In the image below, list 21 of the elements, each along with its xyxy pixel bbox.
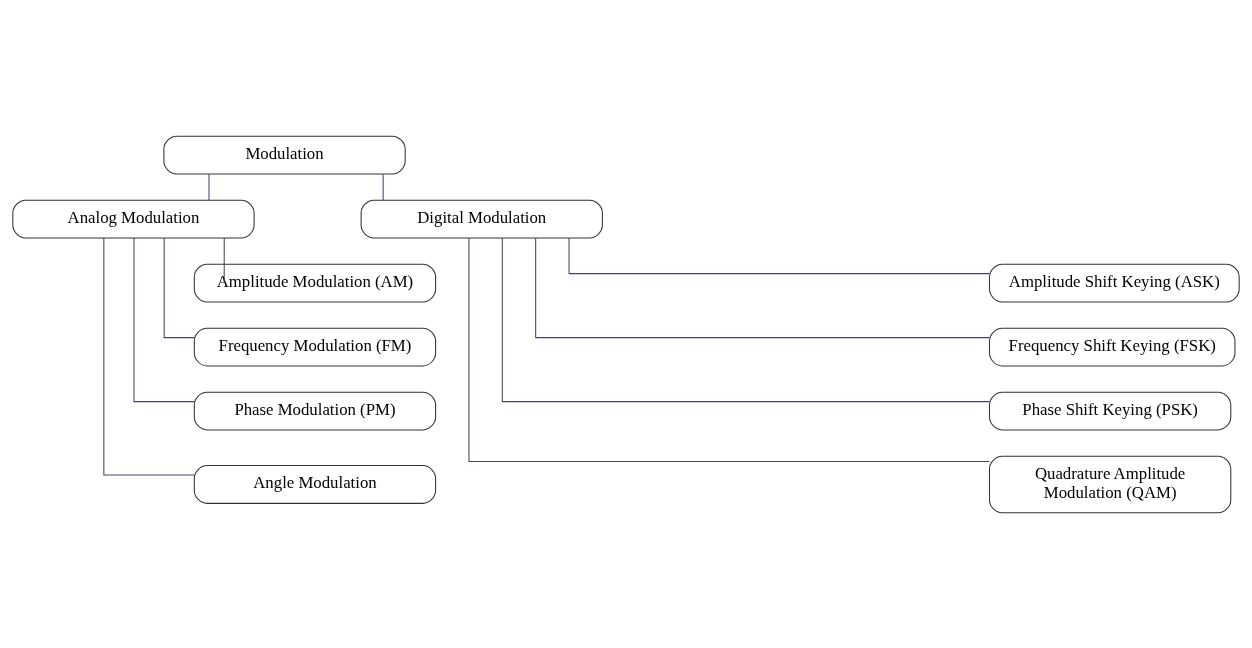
connector xyxy=(133,236,195,402)
node-box: Amplitude Modulation (AM) xyxy=(193,263,437,302)
node-box: Analog Modulation xyxy=(12,199,255,238)
node-box: Amplitude Shift Keying (ASK) xyxy=(988,263,1240,302)
node-box: Frequency Modulation (FM) xyxy=(193,327,437,366)
connector xyxy=(468,236,990,462)
connector xyxy=(163,236,195,338)
connector xyxy=(501,236,990,402)
connector xyxy=(223,236,225,284)
node-box: Phase Modulation (PM) xyxy=(193,391,437,430)
connector xyxy=(103,236,195,476)
node-box: Digital Modulation xyxy=(360,199,603,238)
node-box: Modulation xyxy=(163,135,406,174)
connector xyxy=(568,236,990,274)
connector xyxy=(208,173,210,200)
connector xyxy=(382,173,384,200)
node-box: Quadrature Amplitude Modulation (QAM) xyxy=(988,455,1232,513)
connector xyxy=(535,236,990,338)
node-box: Phase Shift Keying (PSK) xyxy=(988,391,1232,430)
node-box: Frequency Shift Keying (FSK) xyxy=(988,327,1236,366)
node-box: Angle Modulation xyxy=(193,464,437,504)
